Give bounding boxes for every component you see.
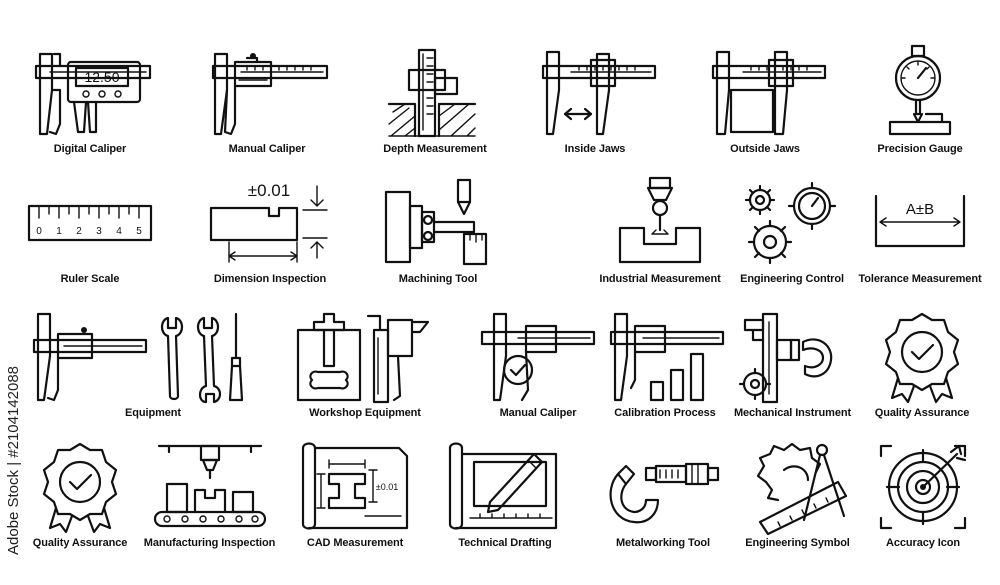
ruler-scale-item: 0 1 2 3 4 5 Ruler Scale <box>30 178 150 285</box>
tolerance-measurement-icon: A±B <box>860 178 980 270</box>
inside-jaws-label: Inside Jaws <box>564 143 626 155</box>
outside-jaws-icon <box>705 44 825 140</box>
calibration-process-item: Calibration Process <box>605 310 725 419</box>
cad-tolerance: ±0.01 <box>376 482 398 492</box>
ruler-scale-label: Ruler Scale <box>60 273 120 285</box>
tolerance-measurement-label: Tolerance Measurement <box>858 273 982 285</box>
metalworking-tool-label: Metalworking Tool <box>615 537 711 549</box>
quality-assurance-2-item: Quality Assurance <box>30 440 130 549</box>
precision-gauge-icon <box>860 44 980 140</box>
outside-jaws-item: Outside Jaws <box>705 44 825 155</box>
ruler-tick-0: 0 <box>36 226 42 237</box>
technical-drafting-icon <box>440 440 570 534</box>
cad-measurement-label: CAD Measurement <box>306 537 404 549</box>
precision-gauge-label: Precision Gauge <box>877 143 963 155</box>
metalworking-tool-item: Metalworking Tool <box>598 440 728 549</box>
equipment-label: Equipment <box>125 407 181 419</box>
machining-tool-icon <box>378 178 498 270</box>
quality-assurance-2-label: Quality Assurance <box>32 537 128 549</box>
workshop-equipment-item: Workshop Equipment <box>290 310 440 419</box>
cad-measurement-item: ±0.01 CAD Measurement <box>295 440 415 549</box>
tolerance-formula: A±B <box>906 201 934 218</box>
calibration-process-icon <box>605 310 725 404</box>
digital-caliper-item: 12.50 Digital Caliper <box>30 44 150 155</box>
dimension-inspection-icon: ±0.01 <box>205 181 335 270</box>
engineering-symbol-label: Engineering Symbol <box>745 537 850 549</box>
workshop-equipment-label: Workshop Equipment <box>309 407 421 419</box>
quality-assurance-item: Quality Assurance <box>862 310 982 419</box>
technical-drafting-label: Technical Drafting <box>458 537 552 549</box>
ruler-tick-3: 3 <box>96 226 102 237</box>
digital-caliper-icon: 12.50 <box>30 44 150 140</box>
quality-assurance-label: Quality Assurance <box>874 407 970 419</box>
ruler-tick-1: 1 <box>56 226 62 237</box>
watermark-text: Adobe Stock | #2104142088 <box>5 365 23 555</box>
mechanical-instrument-item: Mechanical Instrument <box>730 310 855 419</box>
caliper-reading: 12.50 <box>84 69 119 85</box>
ruler-tick-5: 5 <box>136 226 142 237</box>
digital-caliper-label: Digital Caliper <box>53 143 127 155</box>
mechanical-instrument-label: Mechanical Instrument <box>733 407 852 419</box>
manual-caliper-icon <box>207 44 327 140</box>
manual-caliper-2-icon <box>478 310 598 404</box>
engineering-symbol-icon <box>738 440 858 534</box>
depth-measurement-label: Depth Measurement <box>383 143 487 155</box>
manufacturing-inspection-label: Manufacturing Inspection <box>143 537 276 549</box>
dimension-tolerance: ±0.01 <box>248 181 290 200</box>
depth-measurement-item: Depth Measurement <box>375 44 495 155</box>
machining-tool-label: Machining Tool <box>398 273 478 285</box>
quality-assurance-2-icon <box>30 440 130 534</box>
ruler-scale-icon: 0 1 2 3 4 5 <box>25 178 155 270</box>
manufacturing-inspection-item: Manufacturing Inspection <box>142 440 277 549</box>
manual-caliper-2-item: Manual Caliper <box>478 310 598 419</box>
metalworking-tool-icon <box>598 440 728 534</box>
cad-measurement-icon: ±0.01 <box>295 440 415 534</box>
manufacturing-inspection-icon <box>145 440 275 534</box>
manual-caliper-2-label: Manual Caliper <box>499 407 577 419</box>
machining-tool-item: Machining Tool <box>378 178 498 285</box>
industrial-measurement-item: Industrial Measurement <box>595 178 725 285</box>
technical-drafting-item: Technical Drafting <box>440 440 570 549</box>
tolerance-measurement-item: A±B Tolerance Measurement <box>855 178 985 285</box>
industrial-measurement-icon <box>600 178 720 270</box>
industrial-measurement-label: Industrial Measurement <box>599 273 721 285</box>
engineering-control-item: Engineering Control <box>732 178 852 285</box>
inside-jaws-icon <box>535 44 655 140</box>
ruler-tick-4: 4 <box>116 226 122 237</box>
stock-watermark: Adobe Stock | #2104142088 <box>2 340 26 580</box>
workshop-equipment-icon <box>290 310 440 404</box>
engineering-symbol-item: Engineering Symbol <box>735 440 860 549</box>
mechanical-instrument-icon <box>733 310 853 404</box>
accuracy-icon-label: Accuracy Icon <box>886 537 960 549</box>
accuracy-icon-item: Accuracy Icon <box>868 440 978 549</box>
dimension-inspection-item: ±0.01 Dimension Inspection <box>205 178 335 285</box>
manual-caliper-label: Manual Caliper <box>228 143 306 155</box>
quality-assurance-icon <box>862 310 982 404</box>
equipment-item: Equipment <box>28 310 278 419</box>
outside-jaws-label: Outside Jaws <box>730 143 800 155</box>
precision-gauge-item: Precision Gauge <box>860 44 980 155</box>
accuracy-icon <box>873 440 973 534</box>
inside-jaws-item: Inside Jaws <box>535 44 655 155</box>
ruler-tick-2: 2 <box>76 226 82 237</box>
dimension-inspection-label: Dimension Inspection <box>213 273 327 285</box>
equipment-icon <box>28 310 278 404</box>
calibration-process-label: Calibration Process <box>614 407 716 419</box>
engineering-control-label: Engineering Control <box>740 273 844 285</box>
engineering-control-icon <box>732 178 852 270</box>
depth-measurement-icon <box>375 44 495 140</box>
manual-caliper-item: Manual Caliper <box>207 44 327 155</box>
